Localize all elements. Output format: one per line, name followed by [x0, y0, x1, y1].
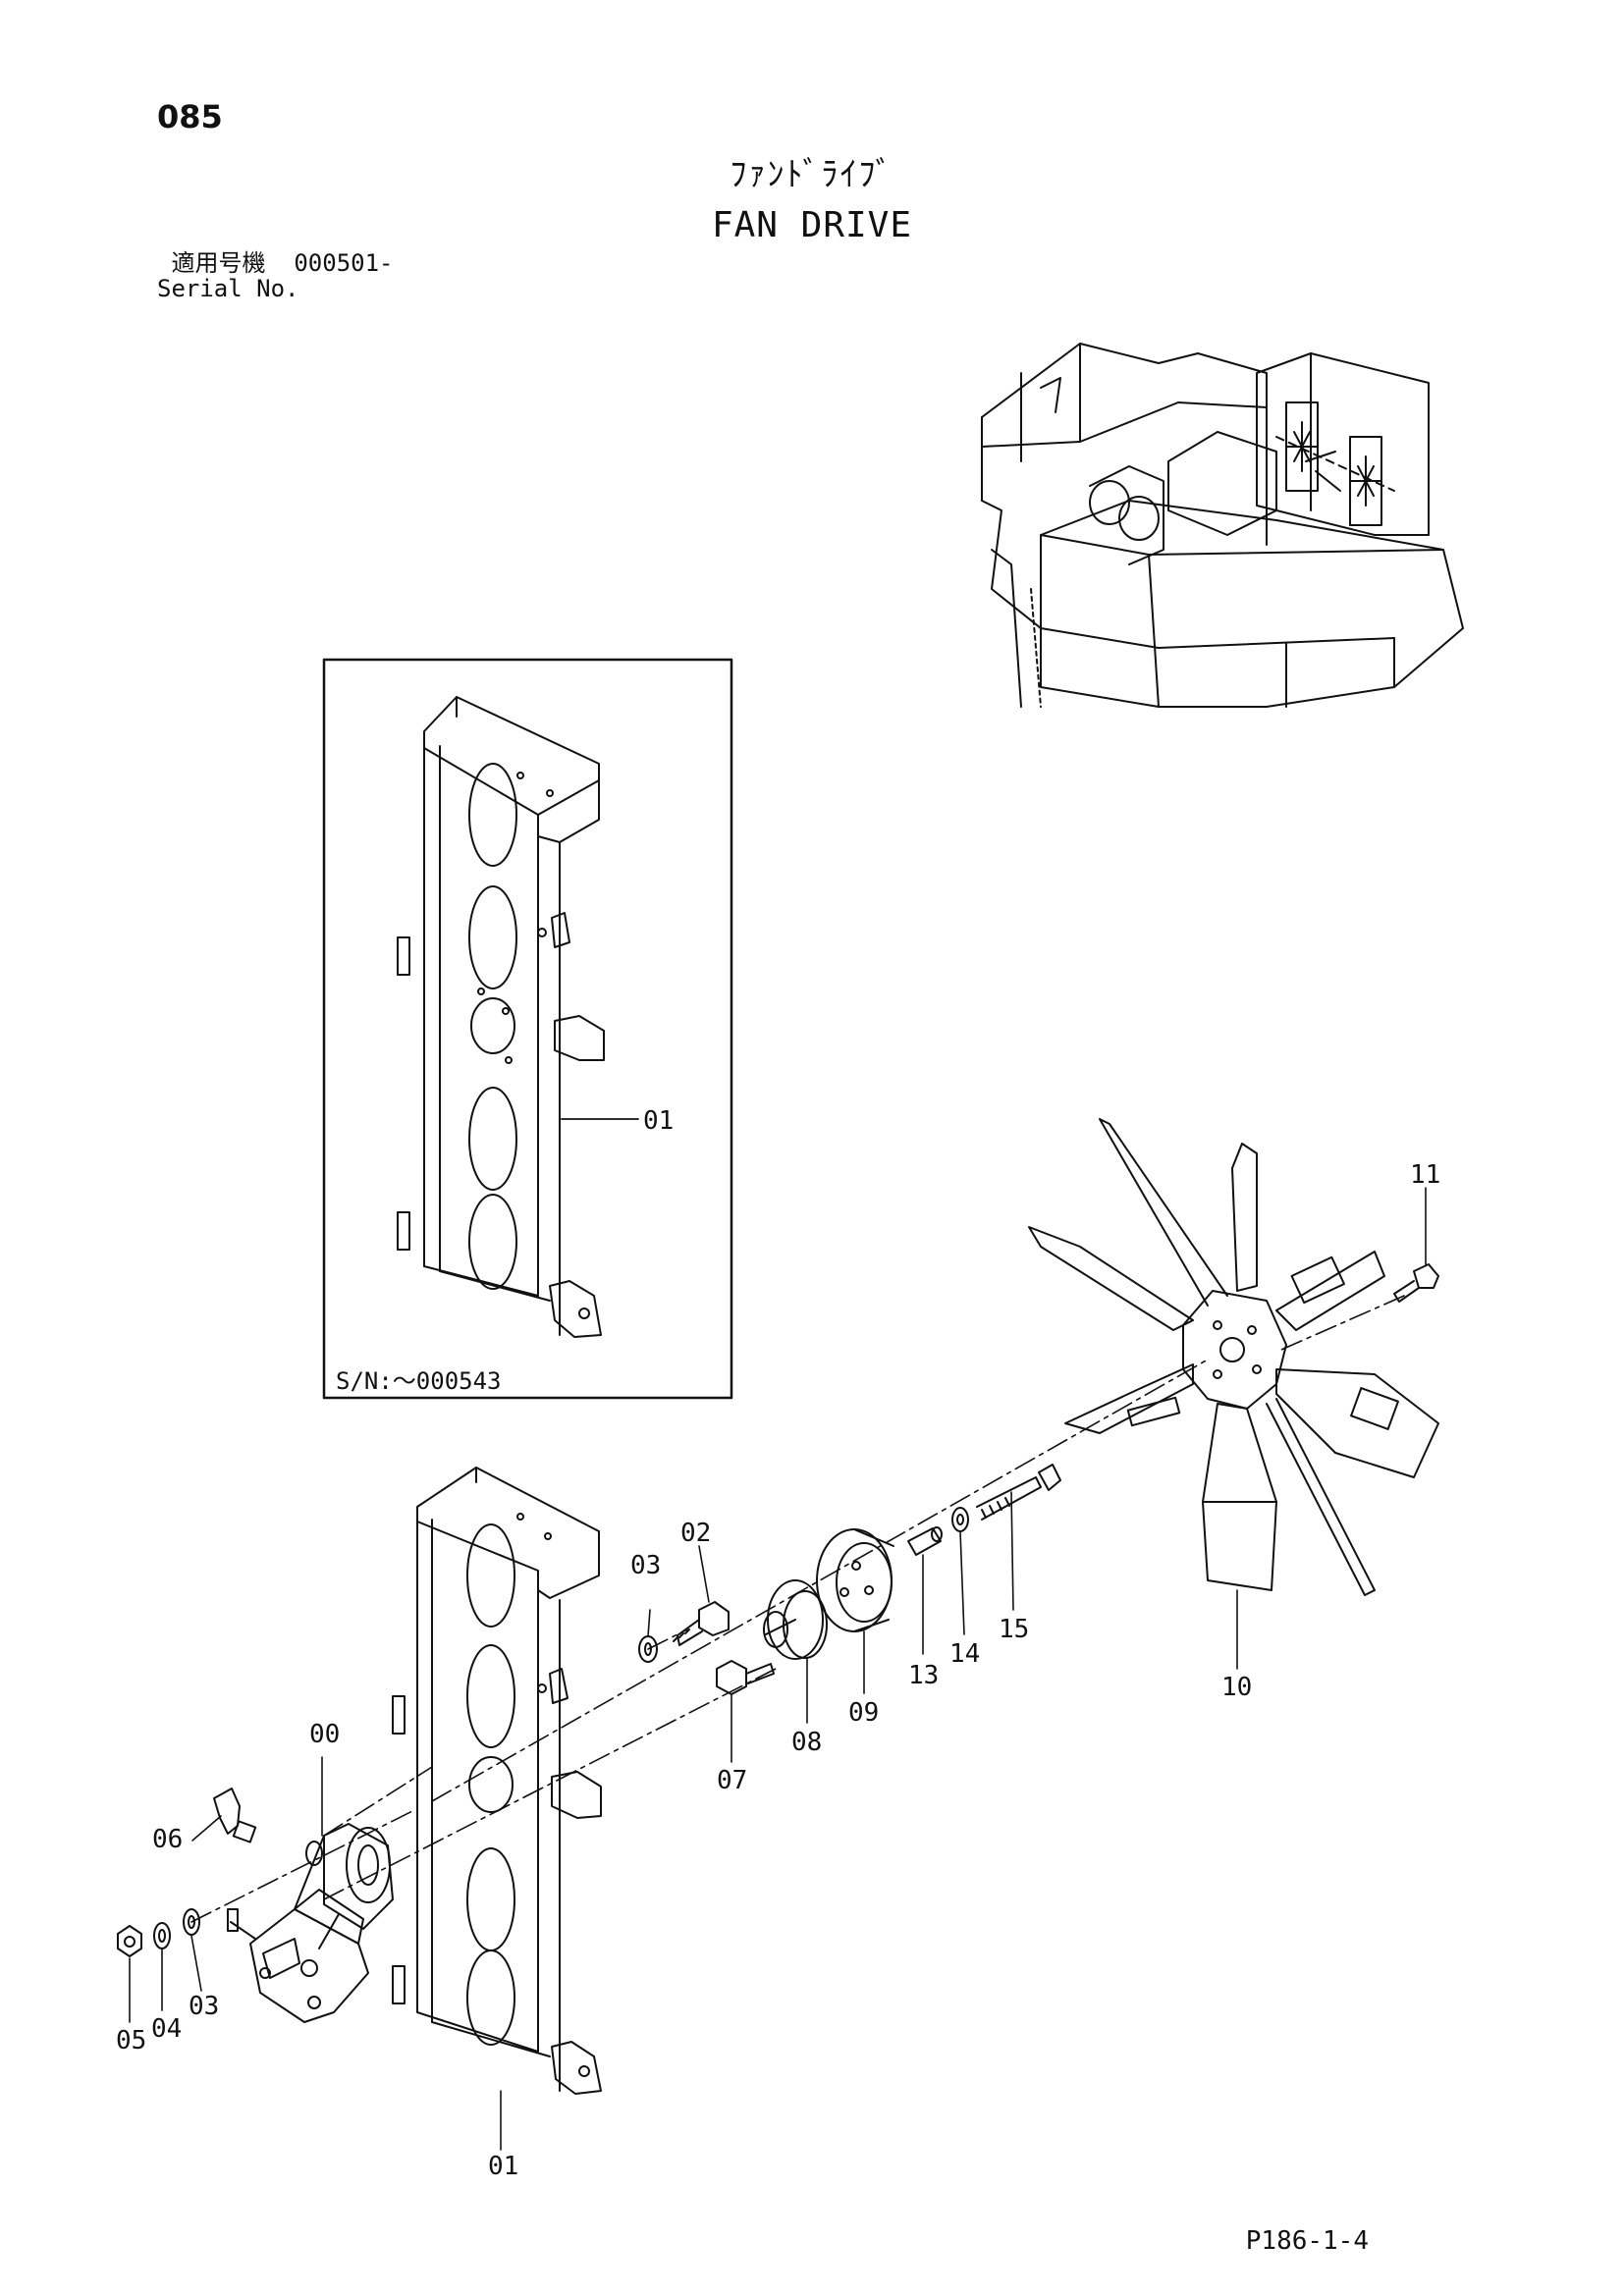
washer-04: [153, 1922, 171, 1949]
callout-14: 14: [949, 1639, 980, 1669]
callout-08: 08: [791, 1728, 822, 1757]
bolt-02: [673, 1601, 730, 1646]
inset-box: [322, 658, 733, 1400]
callout-07: 07: [717, 1766, 747, 1795]
page-title: ﾌｧﾝﾄﾞﾗｲﾌﾞ FAN DRIVE: [0, 147, 1624, 245]
title-english: FAN DRIVE: [711, 205, 913, 245]
serial-label-jp: 適用号機: [171, 249, 266, 277]
page-number: 085: [157, 98, 223, 135]
inset-serial-note: S/N:～000543: [336, 1367, 502, 1395]
callout-11: 11: [1410, 1160, 1440, 1190]
bolt-07: [716, 1660, 775, 1695]
serial-row-jp: 適用号機 000501-: [157, 249, 394, 277]
callout-15: 15: [999, 1615, 1029, 1644]
fan-motor-illustration: [227, 1823, 394, 2023]
nut-05: [117, 1925, 142, 1957]
bolt-15: [976, 1464, 1061, 1521]
elbow-fitting-06: [213, 1788, 257, 1843]
spacer-09: [816, 1528, 894, 1632]
callout-05: 05: [116, 2026, 146, 2056]
leader-lines: [129, 1187, 1427, 2151]
serial-info: 適用号機 000501- Serial No.: [157, 250, 394, 301]
callout-02: 02: [680, 1519, 711, 1548]
cooling-fan-10: [1028, 1118, 1439, 1596]
washer-03-lower: [183, 1908, 200, 1936]
serial-label-en: Serial No.: [157, 275, 299, 302]
callout-13: 13: [908, 1661, 939, 1690]
callout-04: 04: [151, 2014, 182, 2044]
callout-03-upper: 03: [630, 1551, 661, 1580]
title-japanese: ﾌｧﾝﾄﾞﾗｲﾌﾞ: [730, 155, 894, 194]
main-frame-illustration: [392, 1467, 602, 2095]
callout-10: 10: [1221, 1673, 1252, 1702]
bolt-11: [1393, 1263, 1439, 1303]
serial-value: 000501-: [294, 249, 394, 277]
reference-code: P186-1-4: [1245, 2226, 1369, 2256]
inset-frame-illustration: [397, 696, 639, 1338]
machine-overview-illustration: [981, 343, 1464, 708]
callout-03-lower: 03: [189, 1992, 219, 2021]
sleeve-13: [907, 1526, 943, 1556]
inset-callout-01: 01: [643, 1106, 674, 1136]
washer-14: [951, 1507, 969, 1532]
callout-06: 06: [152, 1825, 183, 1854]
callout-00: 00: [309, 1720, 340, 1749]
assembly-centerlines: [190, 1295, 1405, 1923]
fan-hub-08: [763, 1579, 828, 1660]
callout-01: 01: [488, 2152, 518, 2181]
callout-09: 09: [848, 1698, 879, 1728]
